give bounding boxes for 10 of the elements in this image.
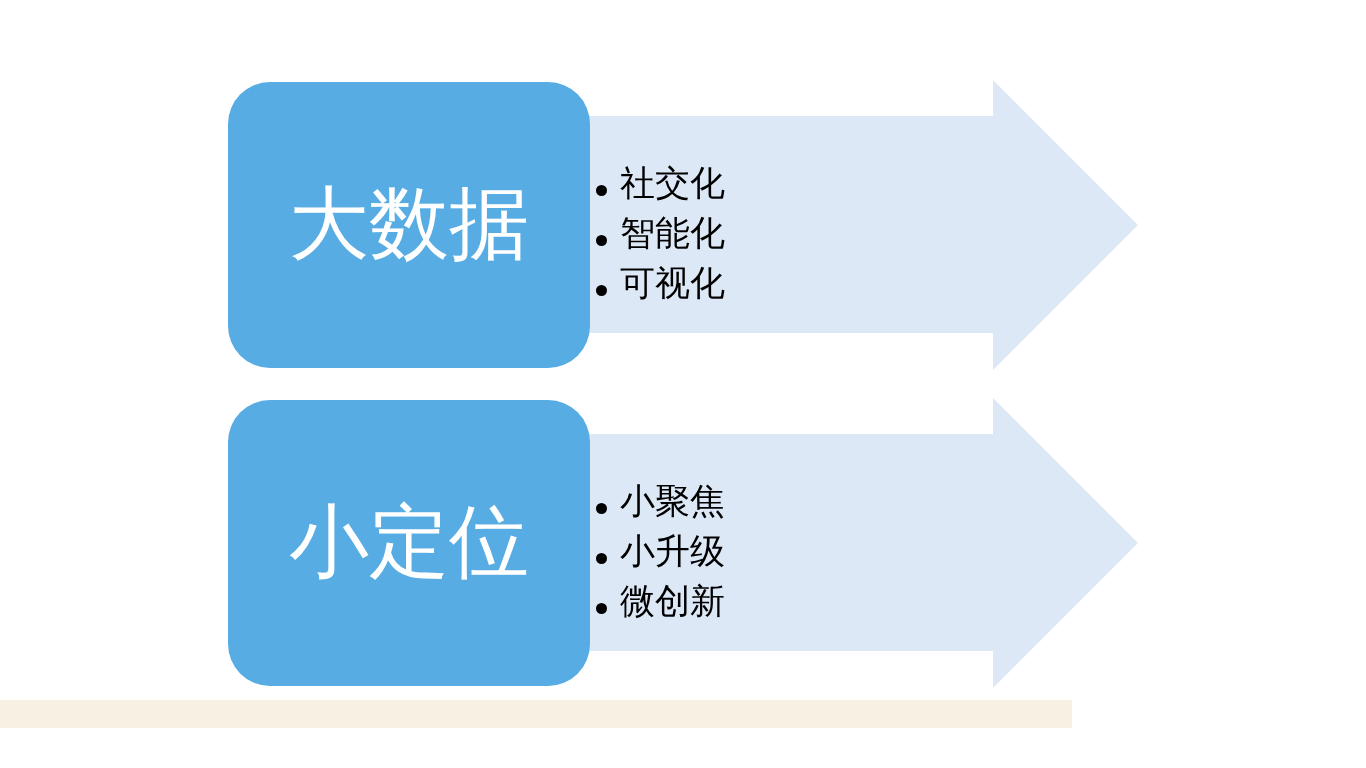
- box-title: 大数据: [289, 176, 529, 272]
- list-item: 微创新: [620, 579, 725, 623]
- list-item: 小聚焦: [620, 479, 725, 523]
- list-item: 智能化: [620, 211, 725, 255]
- list-item: 小升级: [620, 529, 725, 573]
- rounded-box: [228, 400, 590, 686]
- box-title: 小定位: [289, 494, 529, 590]
- list-item: 社交化: [620, 161, 725, 205]
- rounded-box: [228, 82, 590, 368]
- list-item: 可视化: [620, 261, 725, 305]
